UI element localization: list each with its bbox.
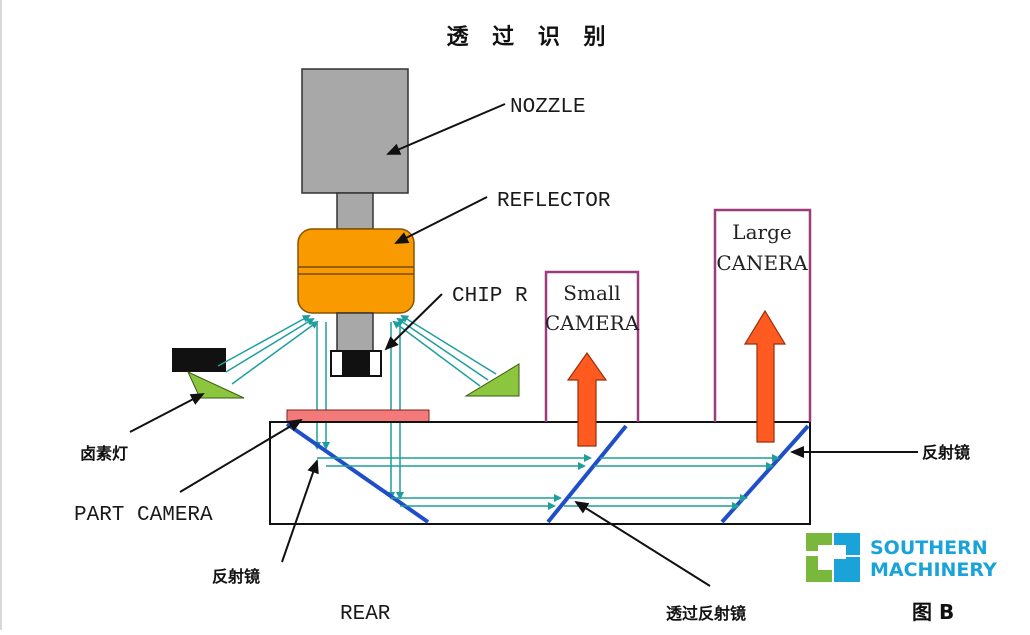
halogen-lamp-left-body: [172, 348, 226, 372]
nozzle-tip: [336, 312, 374, 352]
halogen-lamp-right-wedge: [464, 363, 520, 397]
chip-body: [342, 351, 370, 376]
figure-label: 图 B: [912, 600, 954, 624]
diagram-title: 透 过 识 别: [447, 25, 614, 50]
callout-arrows: [129, 103, 918, 587]
logo-mark-blue-top: [834, 533, 860, 555]
mirror-left: [285, 422, 430, 524]
mirror-right-label: 反射镜: [922, 443, 970, 462]
large-camera-label-line2: CANERA: [716, 251, 808, 275]
nozzle-body: [301, 68, 409, 194]
half-mirror: [546, 424, 628, 524]
large-camera-box: [713, 208, 812, 422]
large-camera-label-line1: Large: [732, 220, 791, 244]
halogen-lamp-left-wedge: [186, 370, 245, 399]
rear-label: REAR: [340, 603, 391, 626]
logo-mark-blue-bottom: [834, 557, 860, 582]
reflector-label: REFLECTOR: [497, 190, 611, 213]
large-camera-arrow: [743, 309, 787, 443]
horizontal-light-rays: [317, 454, 780, 510]
small-camera-label-line2: CAMERA: [545, 311, 640, 335]
nozzle-shaft: [336, 192, 374, 230]
part-camera-label: PART CAMERA: [74, 504, 213, 527]
part-camera-plate: [286, 409, 430, 423]
nozzle-label: NOZZLE: [510, 96, 586, 119]
brand-name-line2: MACHINERY: [870, 559, 997, 581]
small-camera-arrow: [566, 351, 608, 447]
logo-mark-green-bottom: [806, 556, 832, 582]
small-camera-label-line1: Small: [563, 281, 620, 305]
small-camera-box: [544, 270, 640, 422]
southern-machinery-logo: SOUTHERN MACHINERY: [803, 530, 997, 584]
half-mirror-label: 透过反射镜: [666, 604, 746, 623]
lamp-light-rays: [217, 314, 497, 387]
mirror-left-label: 反射镜: [212, 567, 260, 586]
optical-base-box: [269, 421, 811, 525]
chip-label: CHIP R: [452, 285, 528, 308]
brand-name-line1: SOUTHERN: [870, 537, 988, 559]
halogen-lamp-label: 卤素灯: [80, 444, 128, 463]
logo-mark-green-top: [806, 533, 832, 551]
